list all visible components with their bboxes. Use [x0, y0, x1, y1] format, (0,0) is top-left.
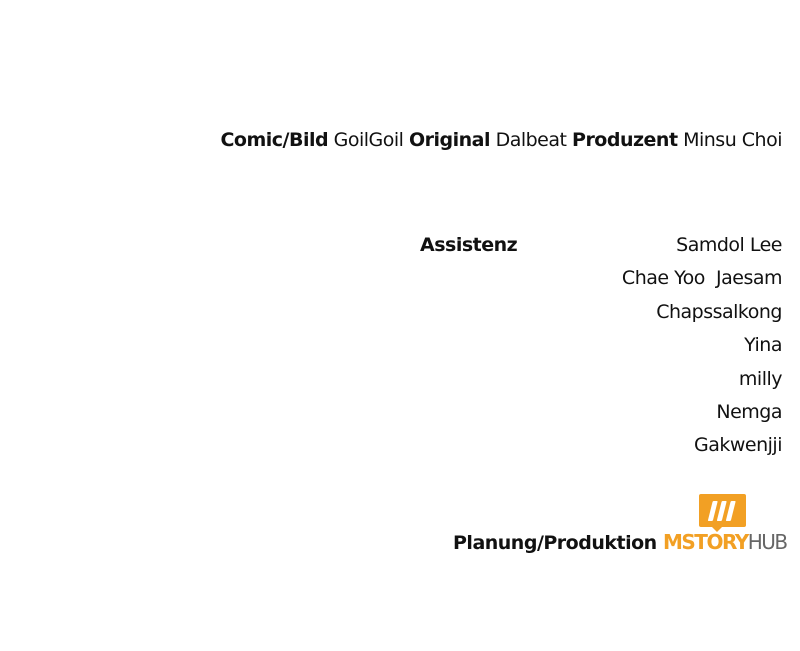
mstoryhub-logo: MSTORYHUB: [663, 492, 788, 556]
book-icon: [699, 494, 746, 532]
planning-label: Planung/Produktion: [453, 532, 657, 554]
comic-label: Comic/Bild: [220, 129, 329, 151]
logo-sub-text: HUB: [747, 530, 788, 554]
producer-label: Produzent: [572, 129, 678, 151]
assistant-name: Gakwenjji: [694, 434, 782, 457]
producer-name: Minsu Choi: [683, 129, 782, 151]
original-label: Original: [409, 129, 491, 151]
assistant-name: Nemga: [716, 400, 782, 423]
assistance-list: Samdol Lee Chae Yoo Jaesam Chapssalkong …: [621, 231, 783, 465]
assistant-name: Chae Yoo Jaesam: [621, 267, 783, 290]
comic-name: GoilGoil: [333, 129, 404, 151]
assistant-name: Samdol Lee: [676, 234, 782, 256]
assistant-name: milly: [738, 367, 783, 390]
logo-wordmark: MSTORYHUB: [663, 530, 788, 554]
assistant-name: Yina: [744, 334, 782, 357]
logo-main-text: MSTORY: [663, 530, 749, 554]
credits-line: Comic/Bild GoilGoil Original Dalbeat Pro…: [220, 126, 782, 154]
original-name: Dalbeat: [495, 129, 567, 151]
assistant-name: Chapssalkong: [656, 300, 782, 323]
assistance-label: Assistenz: [420, 234, 518, 256]
